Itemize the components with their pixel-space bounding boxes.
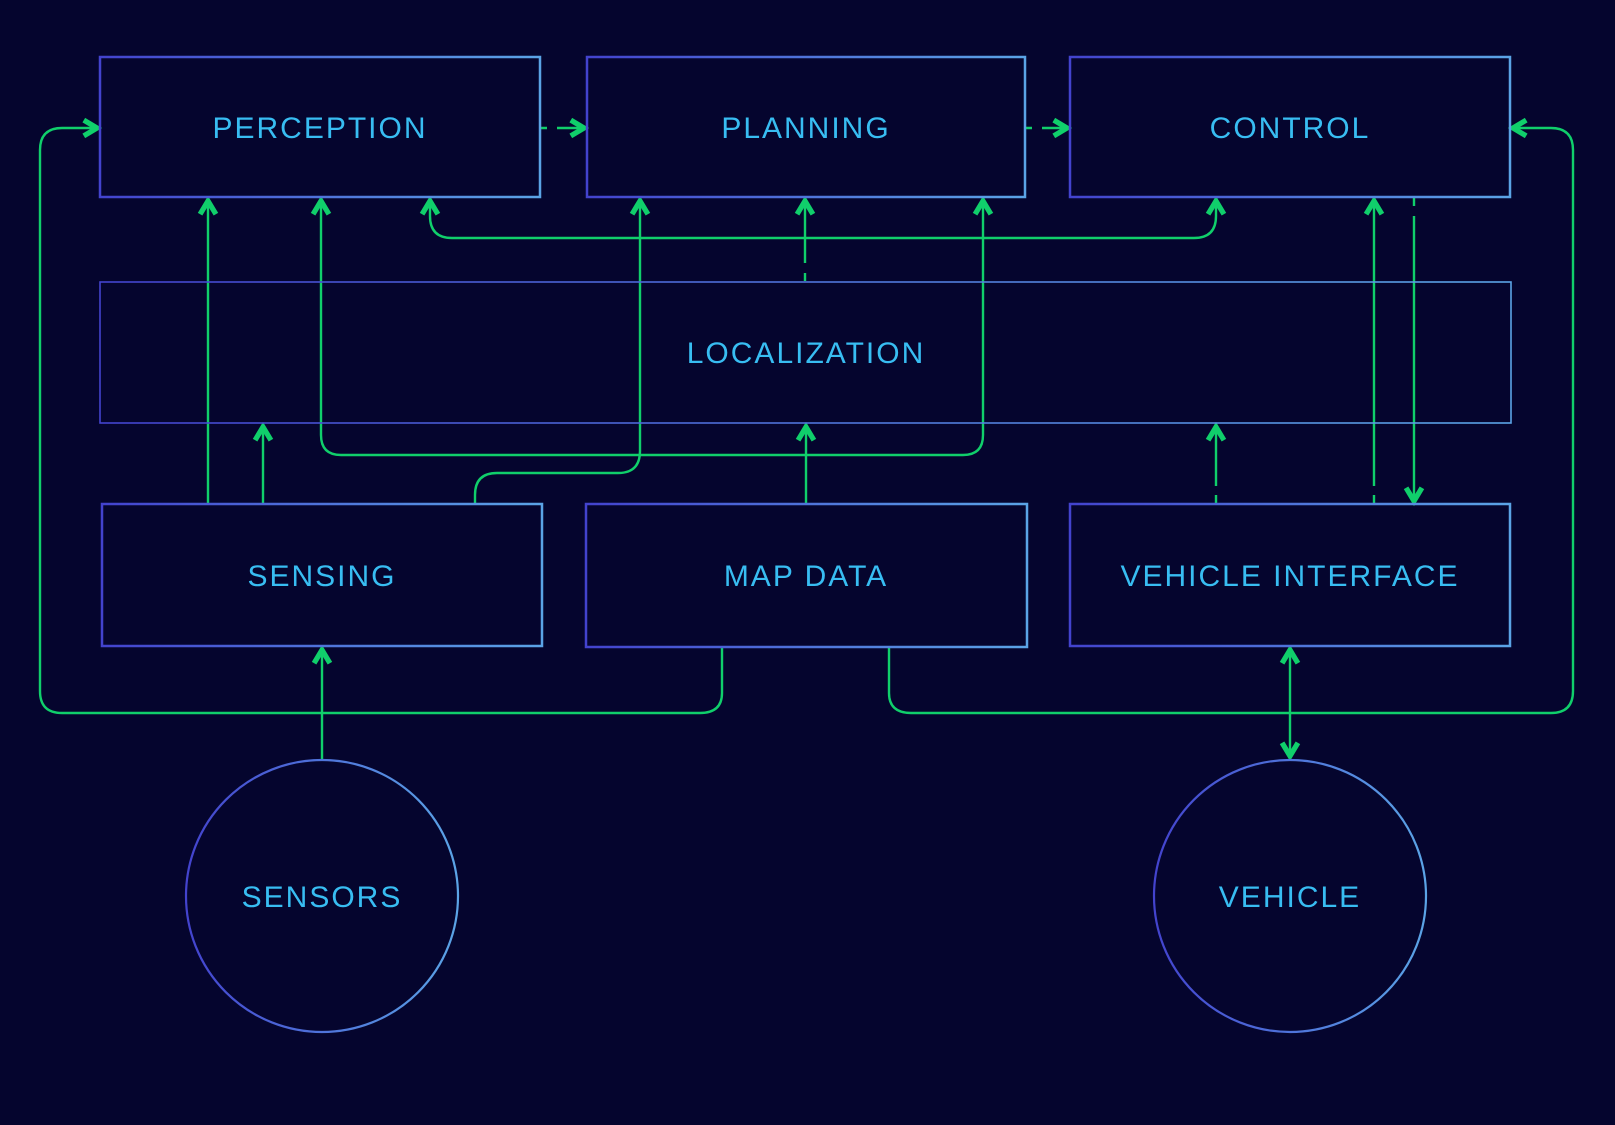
node-vehicle: VEHICLE — [1152, 758, 1428, 1034]
node-planning: PLANNING — [585, 55, 1027, 199]
map-data-label: MAP DATA — [724, 560, 888, 593]
perception-box — [98, 55, 542, 199]
localization-label: LOCALIZATION — [687, 337, 925, 370]
node-sensors: SENSORS — [184, 758, 460, 1034]
sensing-label: SENSING — [247, 560, 396, 593]
edge-localization-to-perception-and-planning — [310, 195, 994, 457]
vehicle-interface-label: VEHICLE INTERFACE — [1120, 560, 1459, 593]
control-box — [1068, 55, 1512, 199]
vehicle-circle — [1152, 758, 1428, 1034]
vehicle-interface-box — [1068, 502, 1512, 648]
node-perception: PERCEPTION — [98, 55, 542, 199]
edge-sensing-to-planning — [473, 195, 651, 504]
edge-localization-bus-to-perception-and-control — [419, 195, 1227, 240]
edge-map-data-to-control — [887, 117, 1575, 715]
planning-label: PLANNING — [721, 112, 890, 145]
node-control: CONTROL — [1068, 55, 1512, 199]
node-vehicle-interface: VEHICLE INTERFACE — [1068, 502, 1512, 648]
sensors-circle — [184, 758, 460, 1034]
sensors-label: SENSORS — [242, 881, 403, 914]
edge-map-data-to-perception — [38, 117, 724, 715]
control-label: CONTROL — [1210, 112, 1371, 145]
perception-label: PERCEPTION — [212, 112, 427, 145]
sensing-box — [100, 502, 544, 648]
node-sensing: SENSING — [100, 502, 544, 648]
map-data-box — [584, 502, 1029, 649]
node-map-data: MAP DATA — [584, 502, 1029, 649]
planning-box — [585, 55, 1027, 199]
node-localization: LOCALIZATION — [99, 281, 1512, 424]
vehicle-label: VEHICLE — [1219, 881, 1361, 914]
localization-box — [99, 281, 1512, 424]
